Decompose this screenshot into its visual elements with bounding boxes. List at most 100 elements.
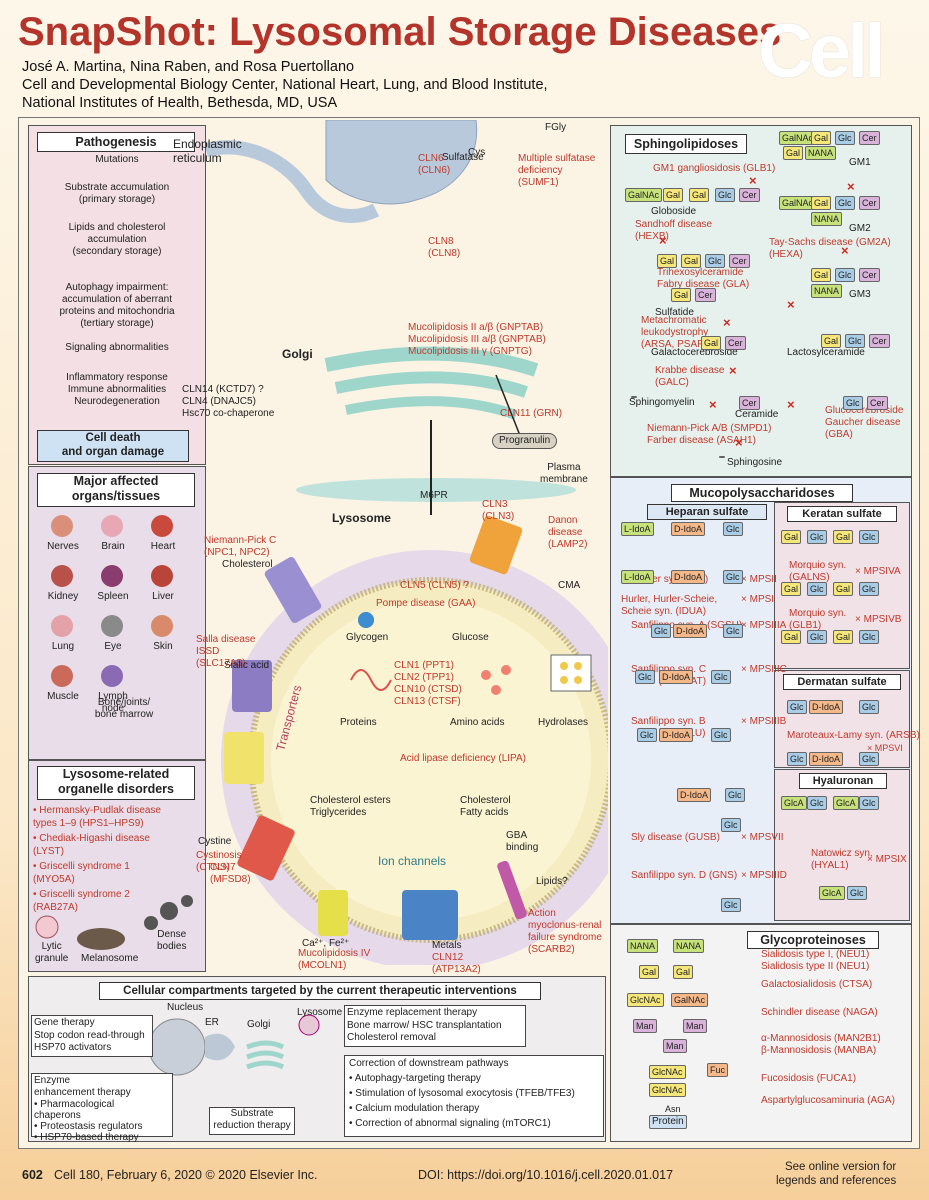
- golgi-icon: [246, 1040, 285, 1070]
- sugar-unit: Cer: [729, 254, 750, 268]
- plasma-membrane-label: Plasma membrane: [540, 462, 588, 485]
- center-label: Acid lipase deficiency (LIPA): [400, 753, 526, 764]
- organ-icon: [151, 615, 173, 637]
- inhibition-mark: ×: [723, 315, 731, 330]
- glyco-sugar: GalNAc: [671, 993, 709, 1007]
- ks-sugar: Glc: [859, 582, 879, 596]
- center-label: Niemann-Pick C (NPC1, NPC2): [204, 535, 277, 558]
- ks-sugar: Glc: [807, 582, 827, 596]
- enzyme-item: • Pharmacological chaperons: [34, 1099, 115, 1121]
- organ-label: Lymph node: [98, 691, 128, 714]
- inhibition-mark: ×: [787, 297, 795, 312]
- glyco-disease: Sialidosis type I, (NEU1) Sialidosis typ…: [761, 949, 870, 972]
- mps-sugar: Glc: [651, 624, 671, 638]
- mps-sugar: Glc: [725, 788, 745, 802]
- organ-label: Skin: [153, 641, 173, 652]
- mps-panel: Mucopolysaccharidoses Heparan sulfate Ke…: [610, 477, 920, 924]
- center-label: Glucose: [452, 632, 489, 643]
- sugar-unit: Glc: [835, 268, 855, 282]
- doi: DOI: https://doi.org/10.1016/j.cell.2020…: [418, 1168, 674, 1182]
- ha-type: × MPSIX: [867, 854, 907, 865]
- sphingolipidoses-panel: Sphingolipidoses GM1 gangliosidosis (GLB…: [610, 125, 912, 477]
- ks-sugar: Gal: [833, 530, 854, 544]
- pathogenesis-step: Signaling abnormalities: [65, 342, 169, 353]
- sphingo-label: Metachromatic leukodystrophy (ARSA, PSAP…: [641, 315, 709, 350]
- authors: José A. Martina, Nina Raben, and Rosa Pu…: [22, 59, 355, 75]
- glyco-sugar: Gal: [673, 965, 694, 979]
- enzyme-enhancement-title: Enzyme enhancement therapy: [34, 1075, 131, 1098]
- ds-type: × MPSVI: [867, 743, 903, 753]
- author-block: José A. Martina, Nina Raben, and Rosa Pu…: [22, 58, 548, 112]
- affiliation-2: National Institutes of Health, Bethesda,…: [22, 95, 338, 111]
- mps-sugar: Glc: [723, 522, 743, 536]
- sphingo-label: Sphingomyelin: [629, 397, 695, 408]
- hs-type: × MPSIIIB: [741, 716, 787, 727]
- ha-sugar: Glc: [847, 886, 867, 900]
- sugar-unit: Cer: [739, 396, 760, 410]
- sphingo-label: Niemann-Pick A/B (SMPD1) Farber disease …: [647, 423, 772, 446]
- organelle-disorder: • Hermansky-Pudlak disease types 1–9 (HP…: [33, 805, 161, 829]
- ks-sugar: Glc: [807, 630, 827, 644]
- er-label: Endoplasmic reticulum: [173, 137, 242, 165]
- sugar-unit: Gal: [821, 334, 842, 348]
- lysosome-icon: [298, 1014, 320, 1036]
- hs-disease: Sly disease (GUSB): [631, 832, 720, 843]
- organ-icon: [51, 665, 73, 687]
- mps-sugar: Glc: [635, 670, 655, 684]
- page-number: 602: [22, 1168, 43, 1182]
- hs-disease: Hurler, Hurler-Scheie, Scheie syn. (IDUA…: [621, 594, 718, 617]
- ha-sugar: GlcA: [833, 796, 859, 810]
- organ-label: Kidney: [47, 591, 79, 602]
- organ-icon: [51, 565, 73, 587]
- protein-icon: [350, 669, 392, 691]
- glyco-sugar: NANA: [627, 939, 659, 953]
- sugar-unit: Glc: [835, 131, 855, 145]
- downstream-item: • Autophagy-targeting therapy: [349, 1073, 481, 1084]
- organ-label: Spleen: [97, 591, 129, 602]
- sphingo-label: Galactocerebroside: [651, 347, 738, 358]
- center-label: CLN7 (MFSD8): [210, 862, 251, 885]
- sphingo-label: GM3: [849, 289, 871, 300]
- sugar-unit: Gal: [671, 288, 692, 302]
- dermatan-box: Dermatan sulfate: [774, 670, 910, 768]
- keratan-title: Keratan sulfate: [787, 506, 897, 522]
- organ-label: Muscle: [47, 691, 79, 702]
- hyaluronan-title: Hyaluronan: [799, 773, 887, 789]
- er-icon: [205, 1033, 235, 1061]
- sugar-unit: Gal: [663, 188, 684, 202]
- melanosome-icon: [77, 928, 125, 950]
- melanosome-label: Melanosome: [81, 953, 139, 964]
- glyco-sugar: NANA: [673, 939, 705, 953]
- center-label: Sulfatase: [442, 152, 484, 163]
- center-label: Cholesterol Fatty acids: [460, 795, 511, 818]
- ks-disease: Morquio syn. (GALNS): [789, 560, 847, 583]
- ks-disease: Morquio syn. (GLB1): [789, 608, 847, 631]
- hydrolases-icon: [550, 654, 592, 692]
- sugar-unit: Glc: [705, 254, 725, 268]
- inhibition-mark: ×: [729, 363, 737, 378]
- sugar-unit: NANA: [811, 212, 843, 226]
- sphingo-label: Ceramide: [735, 409, 779, 420]
- sphingo-label: Sphingosine: [727, 457, 783, 468]
- therapy-er-label: ER: [205, 1017, 219, 1028]
- hs-type: × MPSIIID: [741, 870, 787, 881]
- pathogenesis-step: Inflammatory response Immune abnormaliti…: [66, 372, 168, 407]
- m6pr-label: M6PR: [420, 490, 448, 501]
- center-label: Proteins: [340, 717, 377, 728]
- sphingosine-box: [719, 456, 725, 458]
- nucleus-icon: [148, 1018, 206, 1076]
- hs-type: × MPSII: [741, 574, 777, 585]
- inhibition-mark: ×: [847, 179, 855, 194]
- organ-icon: [51, 515, 73, 537]
- ion-channels-label: Ion channels: [378, 854, 447, 868]
- ks-type: × MPSIVB: [855, 614, 902, 625]
- center-label: Lipids?: [536, 876, 568, 887]
- heparan-title: Heparan sulfate: [647, 504, 767, 520]
- inhibition-mark: ×: [709, 397, 717, 412]
- ha-disease: Natowicz syn. (HYAL1): [811, 848, 873, 871]
- ks-sugar: Gal: [781, 630, 802, 644]
- enzyme-enhancement-box: Enzyme enhancement therapy • Pharmacolog…: [31, 1073, 173, 1143]
- sugar-unit: Cer: [859, 131, 880, 145]
- glyco-disease: Aspartylglucosaminuria (AGA): [761, 1095, 895, 1106]
